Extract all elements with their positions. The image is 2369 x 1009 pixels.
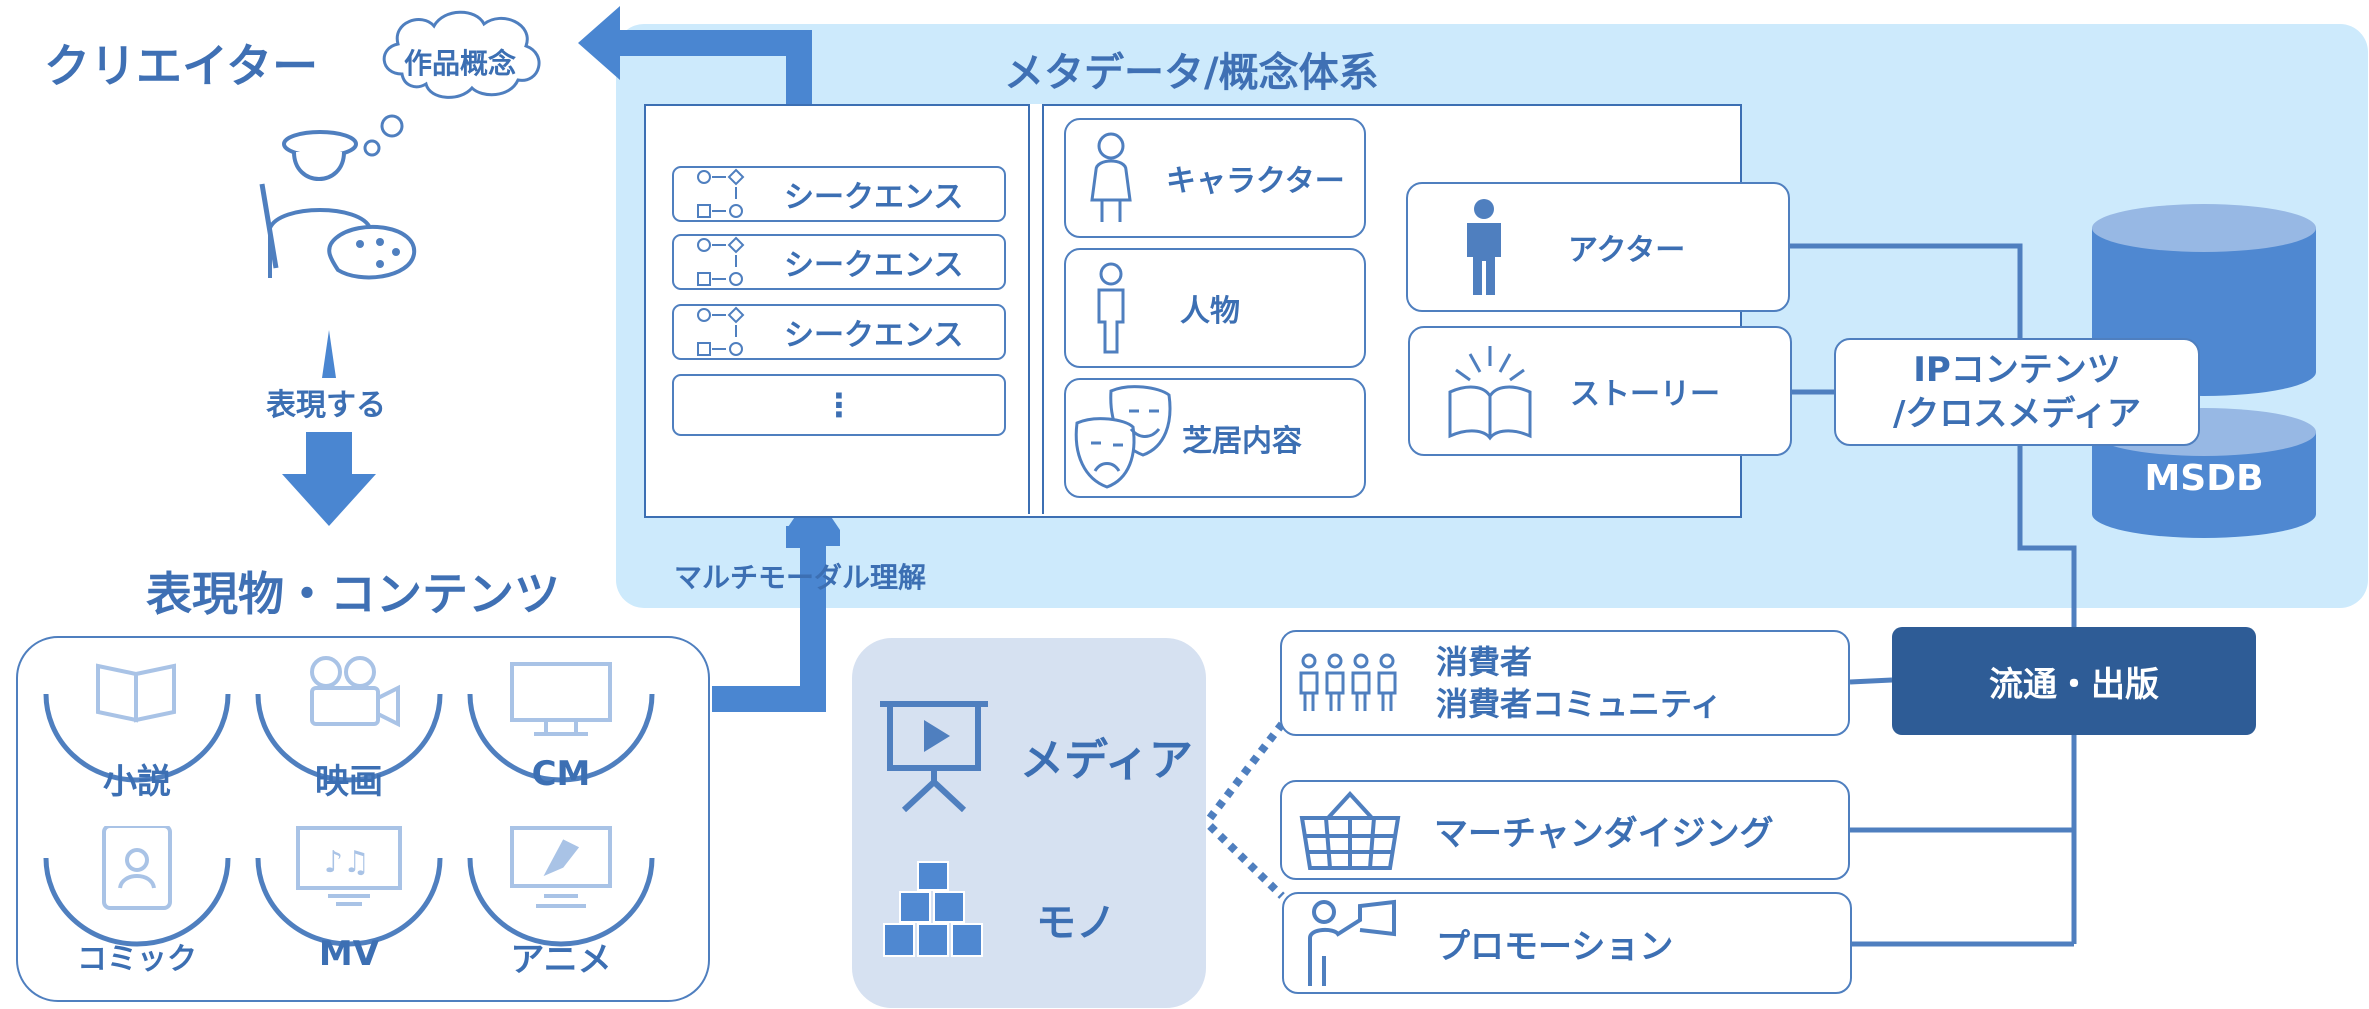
movie-camera-icon [310,656,400,728]
character-icon [1090,132,1132,222]
theater-masks-icon [1074,385,1172,489]
express-arrow-up [322,330,336,378]
book-icon [96,663,176,723]
arrow-to-metadata [712,546,826,712]
content-cm: CM [464,650,658,826]
consumer-card: 消費者 消費者コミュニティ [1280,630,1850,736]
creator-title: クリエイター [44,39,319,93]
svg-text:♪♫: ♪♫ [324,845,370,880]
sequence-item: シークエンス [672,166,1006,222]
character-card: キャラクター [1064,118,1366,238]
story-card: ストーリー [1408,326,1792,456]
express-arrow-down [282,432,376,526]
actor-icon [1467,199,1501,295]
anime-icon [510,826,612,908]
media-label: メディア [1020,735,1193,786]
content-anime: アニメ [464,826,658,1002]
sequence-item: シークエンス [672,234,1006,290]
open-book-icon [1448,346,1532,441]
person-icon [1097,262,1125,354]
express-label: 表現する [266,388,386,423]
merchandising-card: マーチャンダイジング [1280,780,1850,880]
distribution-box: 流通・出版 [1892,627,2256,735]
sequence-more: ⋮ [672,374,1006,436]
things-label: モノ [1036,900,1116,946]
monitor-icon [510,662,612,736]
content-label: 小説 [103,762,171,802]
content-label: 映画 [315,762,383,802]
content-label: アニメ [510,940,612,980]
content-label: MV [318,934,380,974]
arrow-to-creator [578,6,812,104]
ip-crossmedia-box: IPコンテンツ /クロスメディア [1834,338,2200,446]
multimodal-label: マルチモーダル理解 [674,561,927,594]
content-comic: コミック [40,824,234,1002]
concept-bubble-label: 作品概念 [403,47,516,80]
promotion-card: プロモーション [1282,892,1852,994]
content-label: CM [531,754,591,794]
megaphone-icon [1308,899,1396,986]
content-movie: 映画 [252,650,446,826]
contents-title: 表現物・コンテンツ [146,567,560,621]
content-novel: 小説 [40,650,234,826]
boxes-stack-icon [883,861,983,957]
msdb-label: MSDB [2144,458,2264,499]
content-label: コミック [77,942,197,977]
projector-screen-icon [880,701,988,812]
actor-card: アクター [1406,182,1790,312]
sequence-flow-icon [697,306,745,356]
metadata-title: メタデータ/概念体系 [1004,50,1379,96]
comic-icon [102,824,172,910]
sequence-flow-icon [697,168,745,218]
sequence-item: シークエンス [672,304,1006,360]
content-mv: ♪♫ MV [252,826,446,1002]
painter-icon [259,114,417,280]
consumers-group-icon [1299,653,1397,711]
sequence-flow-icon [697,236,745,286]
play-content-card: 芝居内容 [1064,378,1366,498]
shopping-basket-icon [1299,791,1401,870]
thought-bubble-icon [382,10,541,99]
panel-divider [1028,104,1044,514]
person-card: 人物 [1064,248,1366,368]
music-video-icon: ♪♫ [296,826,402,906]
